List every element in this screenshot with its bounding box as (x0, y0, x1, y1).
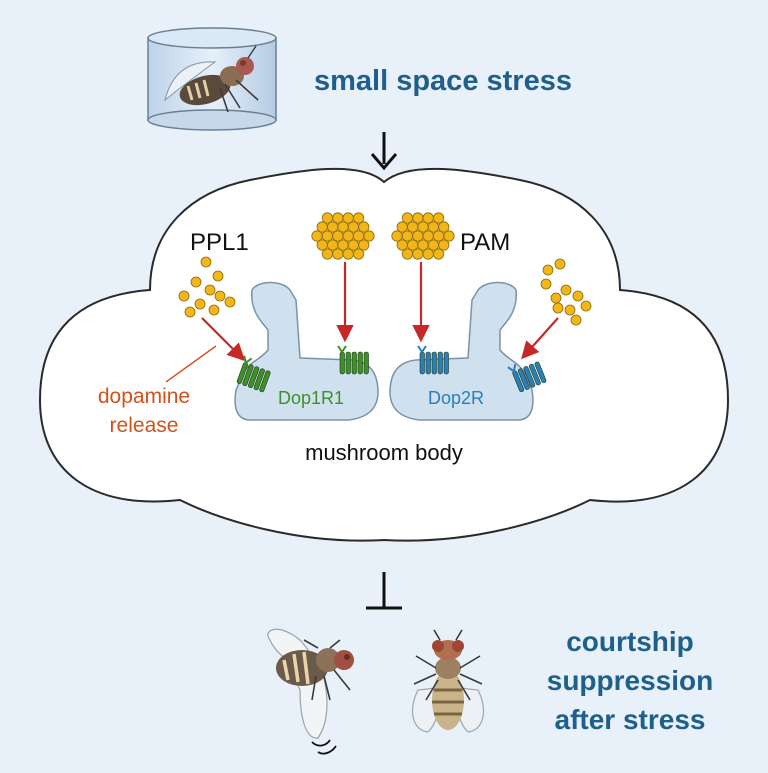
dopamine-dot (194, 298, 206, 310)
dopamine-dot (564, 304, 576, 316)
dopamine-dot (432, 248, 445, 260)
receptor-helix (253, 368, 265, 391)
dopamine-dot (321, 248, 333, 260)
outcome-line3: after stress (555, 704, 706, 735)
dopamine-release-label-line1: dopamine (98, 385, 190, 408)
dopamine-cluster-ppl1 (311, 212, 375, 260)
dopamine-dot (540, 278, 552, 290)
mushroom-body-right (389, 281, 534, 421)
down-arrow-icon (370, 132, 398, 171)
dop1r1-label: Dop1R1 (278, 388, 344, 408)
outcome-line1: courtship (566, 626, 694, 657)
ppl1-label: PPL1 (190, 229, 249, 256)
dopamine-dot (542, 264, 554, 276)
dopamine-dot (190, 276, 202, 288)
dopamine-release-right (540, 258, 592, 326)
vial-with-fly-icon (147, 27, 277, 131)
dopamine-dot (572, 290, 584, 302)
dopamine-dot (214, 290, 226, 302)
receptor-helix (523, 366, 536, 388)
dopamine-dot (358, 221, 370, 233)
title-text: small space stress (314, 65, 572, 97)
receptor-helix (345, 351, 351, 375)
dopamine-dot (224, 296, 236, 308)
dopamine-dot (363, 230, 375, 242)
receptor-ligand-site (243, 355, 253, 364)
dopamine-dot (178, 290, 190, 302)
brain-outline (38, 167, 730, 542)
dop1r1-receptor-center (337, 345, 369, 375)
receptor-helix (351, 351, 357, 375)
release-arrow-right (521, 317, 559, 360)
receptor-helix (443, 351, 449, 375)
inhibition-symbol-icon (366, 572, 402, 610)
dopamine-dot (422, 248, 434, 260)
mushroom-body-label: mushroom body (305, 440, 463, 465)
dopamine-dot (358, 239, 370, 251)
dopamine-dot (401, 248, 413, 260)
dopamine-cluster-pam (391, 212, 455, 260)
dopamine-dot (432, 212, 445, 224)
dopamine-dot (580, 300, 592, 312)
dop2r-receptor-right (507, 361, 547, 393)
dop1r1-receptor-left (236, 355, 271, 393)
dop2r-label: Dop2R (428, 388, 484, 408)
dopamine-dot (332, 248, 344, 260)
dopamine-dot (438, 221, 450, 233)
receptor-helix (357, 351, 363, 375)
receptor-helix (419, 351, 425, 375)
dopamine-release-label-line2: release (110, 414, 179, 437)
dopamine-dot (352, 212, 365, 224)
pam-label: PAM (460, 229, 510, 256)
receptor-helix (363, 351, 369, 375)
trapped-fly-icon (164, 45, 259, 113)
female-fly-icon (411, 629, 485, 733)
receptor-helix (437, 351, 443, 375)
dop2r-receptor-center (417, 345, 449, 375)
dopamine-release-pointer (165, 345, 217, 383)
dopamine-dot (184, 306, 196, 318)
dopamine-dot (443, 230, 455, 242)
outcome-line2: suppression (547, 665, 713, 696)
receptor-ligand-site (507, 363, 517, 373)
dopamine-dot (208, 304, 220, 316)
receptor-ligand-site (337, 345, 347, 353)
receptor-helix (431, 351, 437, 375)
receptor-helix (259, 370, 271, 393)
dopamine-release-left (178, 256, 236, 318)
receptor-helix (528, 363, 541, 386)
dopamine-dot (204, 284, 216, 296)
dopamine-dot (554, 258, 566, 270)
receptor-ligand-site (417, 345, 427, 353)
courting-fly-icon (267, 628, 354, 755)
dopamine-dot (570, 314, 582, 326)
release-arrow-left (201, 317, 246, 362)
receptor-helix (248, 366, 260, 389)
receptor-helix (534, 361, 547, 384)
receptor-helix (425, 351, 431, 375)
dopamine-dot (560, 284, 572, 296)
dopamine-dot (352, 248, 365, 260)
mushroom-body-left (234, 281, 379, 421)
dopamine-dot (342, 248, 354, 260)
dopamine-dot (552, 302, 564, 314)
dopamine-dot (550, 292, 562, 304)
dopamine-dot (212, 270, 224, 282)
receptor-helix (339, 351, 345, 375)
dopamine-dot (200, 256, 212, 268)
receptor-helix (242, 364, 254, 387)
dopamine-dot (412, 248, 424, 260)
dopamine-dot (438, 239, 450, 251)
receptor-helix (517, 368, 530, 390)
